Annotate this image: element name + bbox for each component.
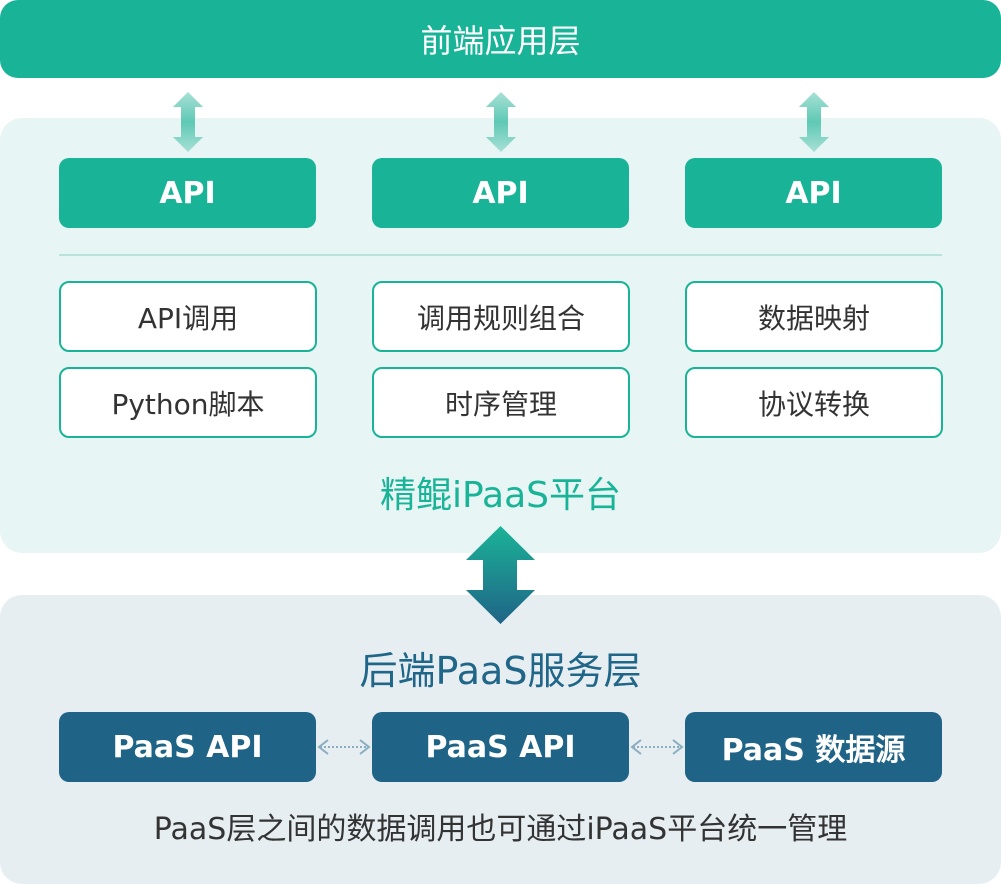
function-box: 调用规则组合 bbox=[372, 281, 630, 352]
backend-title: 后端PaaS服务层 bbox=[359, 649, 642, 693]
double-arrow-icon bbox=[486, 92, 516, 152]
paas-box: PaaS API bbox=[372, 712, 629, 782]
front-end-layer: 前端应用层 bbox=[0, 0, 1001, 78]
function-box: 数据映射 bbox=[685, 281, 943, 352]
function-box: API调用 bbox=[59, 281, 317, 352]
platform-title: 精鲲iPaaS平台 bbox=[379, 475, 622, 516]
api-box: API bbox=[59, 158, 316, 228]
dotted-double-arrow-icon bbox=[630, 739, 684, 755]
dotted-double-arrow-icon bbox=[317, 739, 371, 755]
function-box: 协议转换 bbox=[685, 367, 943, 438]
api-box: API bbox=[372, 158, 629, 228]
api-box: API bbox=[685, 158, 942, 228]
backend-note: PaaS层之间的数据调用也可通过iPaaS平台统一管理 bbox=[153, 812, 848, 847]
double-arrow-icon bbox=[466, 526, 535, 624]
function-box: 时序管理 bbox=[372, 367, 630, 438]
double-arrow-icon bbox=[799, 92, 829, 152]
double-arrow-icon bbox=[173, 92, 203, 152]
paas-box: PaaS 数据源 bbox=[685, 712, 942, 782]
function-box: Python脚本 bbox=[59, 367, 317, 438]
paas-box: PaaS API bbox=[59, 712, 316, 782]
divider bbox=[59, 254, 942, 256]
